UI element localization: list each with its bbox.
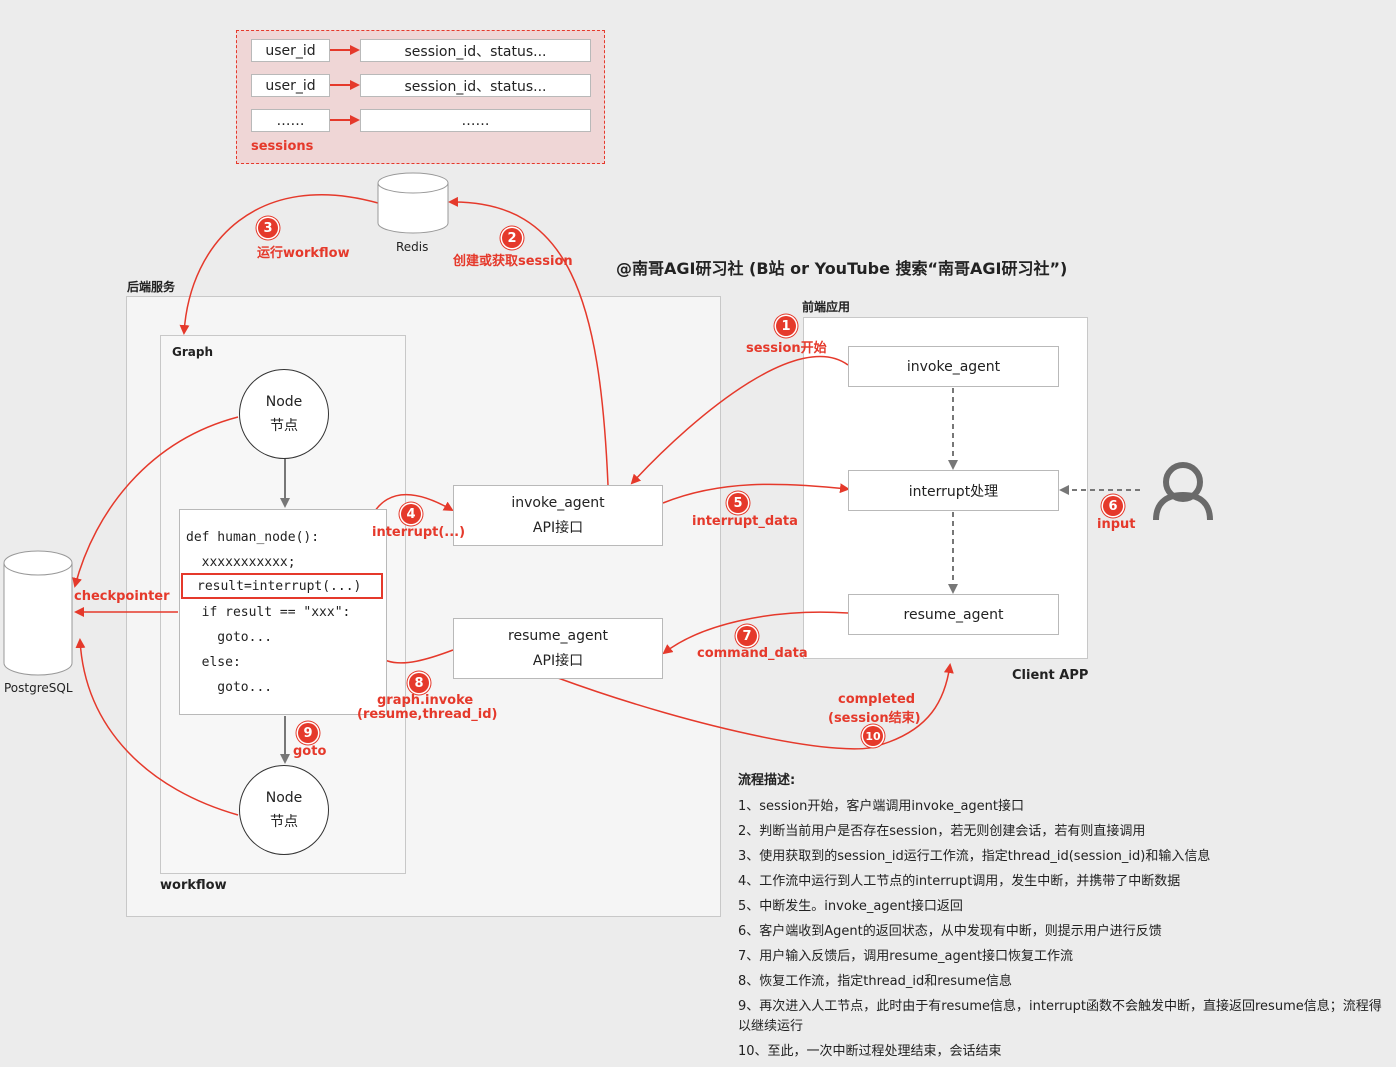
code-line: else:: [186, 655, 241, 670]
code-line-interrupt: result=interrupt(...): [197, 579, 362, 594]
step-8-label-2: (resume,thread_id): [357, 707, 498, 722]
description-item: 7、用户输入反馈后，调用resume_agent接口恢复工作流: [738, 949, 1074, 964]
workflow-label: workflow: [160, 878, 227, 893]
session-value-2: session_id、status...: [360, 74, 591, 97]
step-4-badge: 4: [401, 504, 421, 524]
step-8-label: graph.invoke: [377, 693, 474, 708]
step-6-label: input: [1097, 517, 1136, 532]
node-bottom: Node 节点: [239, 765, 329, 855]
session-key-1: user_id: [251, 39, 330, 62]
step-8-badge: 8: [409, 673, 429, 693]
flow-description: 流程描述: 1、session开始，客户端调用invoke_agent接口 2、…: [738, 768, 1390, 1067]
frontend-title: 前端应用: [802, 300, 851, 314]
description-item: 4、工作流中运行到人工节点的interrupt调用，发生中断，并携带了中断数据: [738, 874, 1181, 889]
step-2-label: 创建或获取session: [453, 254, 573, 269]
invoke-api-line1: invoke_agent: [511, 494, 605, 511]
client-interrupt-handler: interrupt处理: [848, 470, 1059, 511]
step-6-badge: 6: [1103, 496, 1123, 516]
step-3-label: 运行workflow: [257, 246, 350, 261]
description-item: 8、恢复工作流，指定thread_id和resume信息: [738, 974, 1012, 989]
session-value-3: ……: [360, 109, 591, 132]
node-bottom-line1: Node: [265, 790, 303, 806]
description-item: 10、至此，一次中断过程处理结束，会话结束: [738, 1044, 1002, 1059]
step-10-badge: 10: [863, 726, 883, 746]
node-bottom-line2: 节点: [270, 814, 298, 830]
resume-agent-api: resume_agent API接口: [453, 618, 663, 679]
sessions-label: sessions: [251, 139, 314, 154]
step-10-label: completed: [838, 692, 916, 707]
step-1-label: session开始: [746, 341, 827, 356]
code-line: def human_node():: [186, 530, 320, 545]
step-7-badge: 7: [737, 626, 757, 646]
step-5-label: interrupt_data: [692, 514, 798, 529]
resume-api-line1: resume_agent: [508, 627, 608, 644]
redis-label: Redis: [396, 240, 429, 254]
invoke-agent-api: invoke_agent API接口: [453, 485, 663, 546]
human-node-code: def human_node(): xxxxxxxxxxx; result=in…: [179, 509, 387, 715]
node-top-line2: 节点: [270, 418, 298, 434]
invoke-api-line2: API接口: [532, 519, 584, 536]
code-line: goto...: [186, 680, 273, 695]
code-line: if result == "xxx":: [186, 605, 351, 620]
step-3-badge: 3: [258, 218, 278, 238]
session-key-2: user_id: [251, 74, 330, 97]
node-top-line1: Node: [265, 394, 303, 410]
step-9-badge: 9: [298, 723, 318, 743]
backend-title: 后端服务: [127, 280, 176, 294]
step-9-label: goto: [293, 744, 327, 759]
description-item: 1、session开始，客户端调用invoke_agent接口: [738, 799, 1025, 814]
postgres-label: PostgreSQL: [4, 681, 73, 695]
user-icon: [1153, 462, 1213, 521]
description-item: 9、再次进入人工节点，此时由于有resume信息，interrupt函数不会触发…: [738, 999, 1382, 1034]
step-10-label-2: (session结束): [828, 711, 921, 726]
client-app-label: Client APP: [1012, 668, 1089, 683]
step-2-badge: 2: [502, 228, 522, 248]
resume-api-line2: API接口: [532, 652, 584, 669]
description-item: 6、客户端收到Agent的返回状态，从中发现有中断，则提示用户进行反馈: [738, 924, 1162, 939]
step-7-label: command_data: [697, 646, 808, 661]
node-top: Node 节点: [239, 369, 329, 459]
step-4-label: interrupt(...): [372, 525, 466, 540]
session-key-3: ……: [251, 109, 330, 132]
client-invoke-agent: invoke_agent: [848, 346, 1059, 387]
interrupt-highlight: [181, 573, 383, 599]
description-title: 流程描述:: [738, 773, 796, 788]
graph-title: Graph: [172, 345, 213, 359]
watermark: @南哥AGI研习社 (B站 or YouTube 搜索“南哥AGI研习社”): [616, 259, 1068, 278]
description-item: 3、使用获取到的session_id运行工作流，指定thread_id(sess…: [738, 849, 1211, 864]
step-1-badge: 1: [776, 316, 796, 336]
postgres-icon: [3, 550, 73, 676]
step-5-badge: 5: [728, 493, 748, 513]
client-resume-agent: resume_agent: [848, 594, 1059, 635]
code-line: goto...: [186, 630, 273, 645]
code-line: xxxxxxxxxxx;: [186, 555, 296, 570]
checkpointer-label: checkpointer: [74, 589, 170, 604]
description-item: 2、判断当前用户是否存在session，若无则创建会话，若有则直接调用: [738, 824, 1146, 839]
description-item: 5、中断发生。invoke_agent接口返回: [738, 899, 963, 914]
session-value-1: session_id、status...: [360, 39, 591, 62]
redis-icon: [377, 172, 449, 234]
